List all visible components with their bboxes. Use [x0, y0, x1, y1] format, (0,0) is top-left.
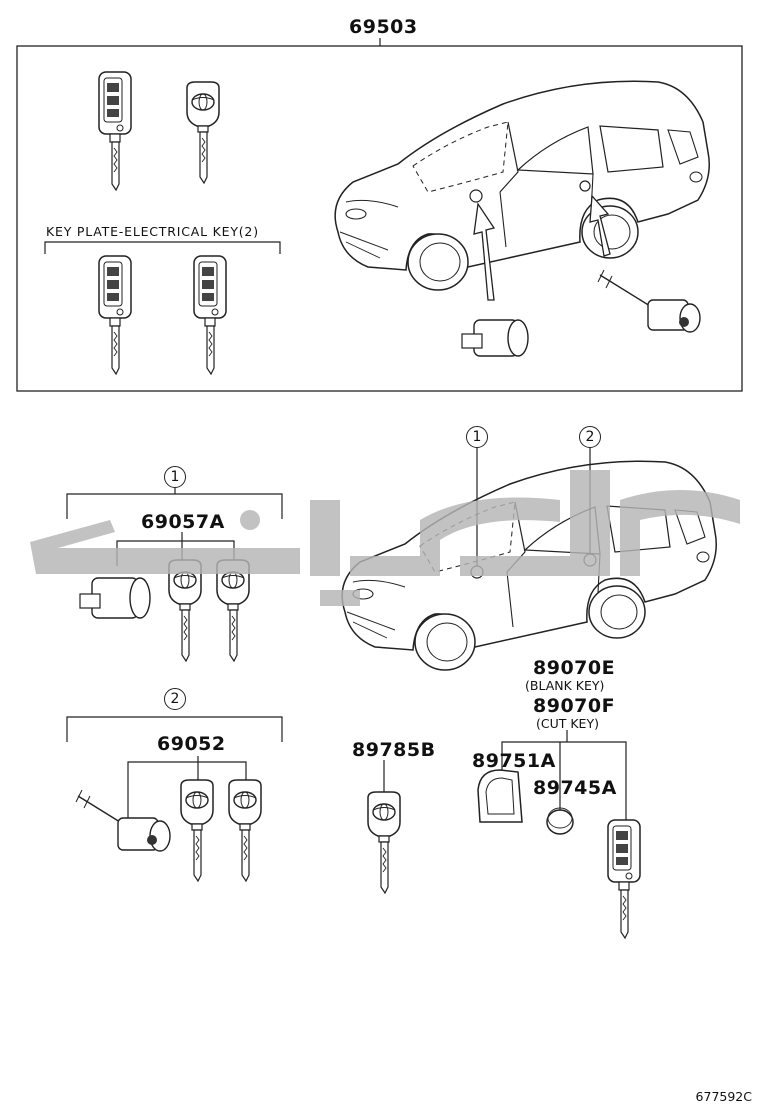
- remote-key-top-2: [98, 255, 132, 375]
- plain-key-group1-b: [216, 559, 250, 662]
- diagram-code: 677592C: [695, 1089, 752, 1104]
- part-number-89751A: 89751A: [472, 750, 556, 772]
- car-ref-2: 2: [579, 426, 601, 448]
- car-ref-1: 1: [466, 426, 488, 448]
- plain-key-group2-a: [180, 779, 214, 882]
- remote-key-top-1: [98, 71, 132, 191]
- group-ref-2: 2: [164, 688, 186, 710]
- group-ref-1: 1: [164, 466, 186, 488]
- part-number-69057A: 69057A: [141, 511, 225, 533]
- part-number-89070E: 89070E: [533, 657, 616, 679]
- door-lock-cylinder-1: [79, 577, 151, 619]
- blank-key-label: (BLANK KEY): [525, 678, 605, 693]
- plain-key-group2-b: [228, 779, 262, 882]
- part-number-69052: 69052: [157, 733, 226, 755]
- key-plate-label: KEY PLATE-ELECTRICAL KEY(2): [46, 224, 259, 239]
- remote-key-top-3: [193, 255, 227, 375]
- part-number-89785B: 89785B: [352, 739, 436, 761]
- part-number-69503: 69503: [349, 16, 418, 38]
- door-lock-cylinder-top: [461, 319, 529, 357]
- battery-cell: [546, 807, 574, 835]
- door-lock-rod-top: [597, 269, 701, 333]
- part-number-89070F: 89070F: [533, 695, 616, 717]
- part-number-89745A: 89745A: [533, 777, 617, 799]
- remote-key-89070: [607, 819, 641, 939]
- transponder-housing: [477, 769, 523, 823]
- car-bottom: [341, 460, 717, 671]
- plain-key-top: [186, 81, 220, 184]
- plain-key-group1-a: [168, 559, 202, 662]
- cut-key-label: (CUT KEY): [536, 716, 599, 731]
- car-top: [334, 80, 710, 291]
- plain-key-89785B: [367, 791, 401, 894]
- door-lock-rod-2: [75, 789, 171, 852]
